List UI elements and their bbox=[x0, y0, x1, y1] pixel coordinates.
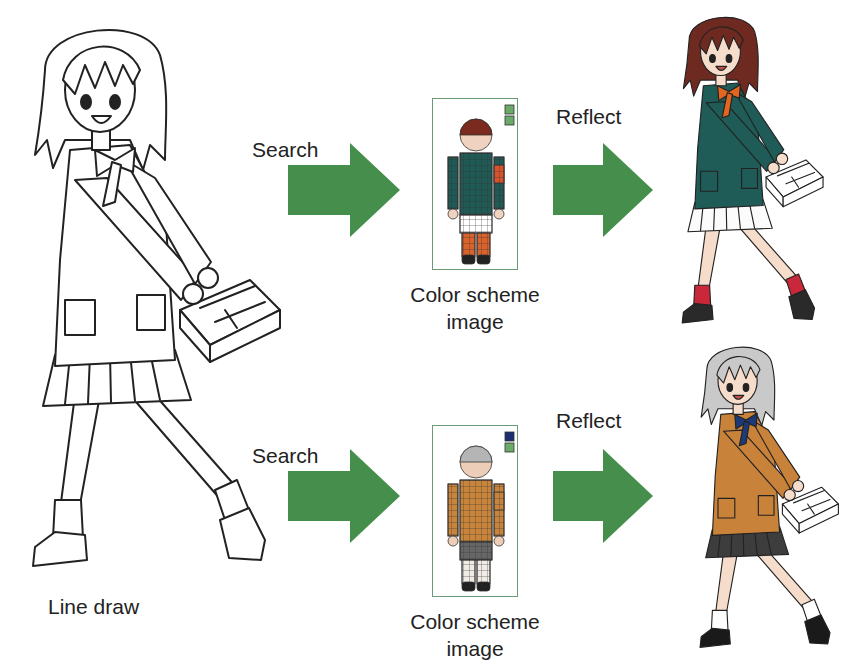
color-scheme-node: Color scheme image bbox=[410, 98, 540, 335]
line-drawing-panel: Line draw bbox=[10, 5, 282, 627]
pictogram bbox=[448, 105, 514, 264]
color-scheme-pictogram bbox=[433, 426, 519, 598]
reflect-arrow bbox=[553, 449, 653, 543]
arrow-label: Search bbox=[251, 443, 320, 468]
pictogram bbox=[448, 432, 514, 591]
color-scheme-pictogram bbox=[433, 99, 519, 271]
colored-result bbox=[682, 17, 823, 323]
scheme-caption: Color scheme image bbox=[410, 608, 540, 662]
color-scheme-frame bbox=[432, 98, 518, 270]
color-scheme-node: Color scheme image bbox=[410, 425, 540, 662]
arrow-label: Search bbox=[251, 137, 320, 162]
reflect-arrow bbox=[553, 143, 653, 237]
scheme-caption: Color scheme image bbox=[410, 281, 540, 335]
arrow-label: Reflect bbox=[555, 104, 622, 129]
line-drawing bbox=[33, 30, 280, 566]
colored-result bbox=[700, 347, 838, 647]
figure-caption: Line draw bbox=[48, 593, 139, 620]
arrow-label: Reflect bbox=[555, 408, 622, 433]
color-scheme-frame bbox=[432, 425, 518, 597]
